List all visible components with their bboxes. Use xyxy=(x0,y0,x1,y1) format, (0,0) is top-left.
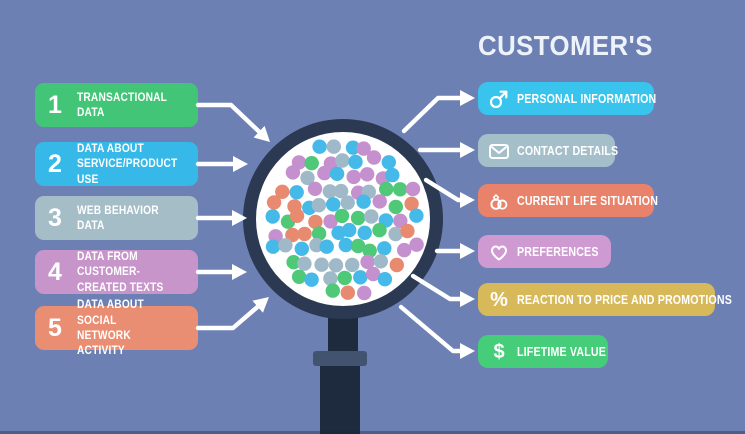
source-number: 5 xyxy=(48,313,62,342)
insight-box-lifetime-value: $ LIFETIME VALUE xyxy=(478,335,608,368)
envelope-icon xyxy=(488,140,510,162)
insight-label: CURRENT LIFE SITUATION xyxy=(517,193,659,208)
source-number: 1 xyxy=(48,90,62,119)
insight-box-contact-details: CONTACT DETAILS xyxy=(478,134,619,167)
insight-box-current-life-situation: CURRENT LIFE SITUATION xyxy=(478,184,658,217)
connector-arrow-4 xyxy=(195,264,247,280)
connector-arrow-1 xyxy=(195,102,270,142)
dollar-icon: $ xyxy=(493,340,505,363)
insight-label: PREFERENCES xyxy=(517,244,599,259)
source-box-4: 4 DATA FROM CUSTOMER- CREATED TEXTS xyxy=(35,248,198,294)
source-box-5: 5 DATA ABOUT SOCIAL NETWORK ACTIVITY xyxy=(35,297,198,357)
connector-arrow-10 xyxy=(410,273,475,307)
source-label: WEB BEHAVIOR DATA xyxy=(77,202,159,232)
bottom-edge-shadow xyxy=(0,431,745,434)
insight-label: CONTACT DETAILS xyxy=(517,143,619,158)
source-label: DATA ABOUT SERVICE/PRODUCT USE xyxy=(77,140,178,186)
insight-label: PERSONAL INFORMATION xyxy=(517,91,657,106)
connector-arrow-3 xyxy=(195,210,247,226)
source-box-3: 3 WEB BEHAVIOR DATA xyxy=(35,196,198,240)
source-label: DATA ABOUT SOCIAL NETWORK ACTIVITY xyxy=(77,297,144,358)
heart-icon xyxy=(488,241,510,263)
insight-box-personal-information: PERSONAL INFORMATION xyxy=(478,82,657,115)
connector-arrow-5 xyxy=(195,297,269,331)
source-number: 2 xyxy=(48,149,62,178)
connector-arrow-8 xyxy=(423,177,475,208)
insight-box-preferences: PREFERENCES xyxy=(478,235,611,268)
male-icon xyxy=(488,88,510,110)
insight-box-reaction-to-price-and-promotions: % REACTION TO PRICE AND PROMOTIONS xyxy=(478,283,732,316)
insight-label: LIFETIME VALUE xyxy=(517,344,606,359)
connector-arrow-6 xyxy=(401,90,475,134)
percent-icon: % xyxy=(490,288,508,311)
connector-arrow-9 xyxy=(434,243,475,259)
data-dots xyxy=(265,139,424,301)
connector-arrow-11 xyxy=(398,304,475,359)
magnifier-handle xyxy=(313,300,367,434)
source-box-1: 1 TRANSACTIONAL DATA xyxy=(35,83,198,127)
magnifying-glass-icon xyxy=(243,119,443,319)
source-box-2: 2 DATA ABOUT SERVICE/PRODUCT USE xyxy=(35,140,198,186)
page-title: CUSTOMER'S xyxy=(478,30,653,61)
connector-arrow-7 xyxy=(417,142,475,158)
source-label: DATA FROM CUSTOMER- CREATED TEXTS xyxy=(77,248,164,294)
source-label: TRANSACTIONAL DATA xyxy=(77,89,167,119)
insight-label: REACTION TO PRICE AND PROMOTIONS xyxy=(517,292,733,307)
source-number: 4 xyxy=(48,257,62,286)
source-number: 3 xyxy=(48,203,62,232)
connector-arrow-2 xyxy=(195,156,248,172)
wedding-rings-icon xyxy=(488,190,510,212)
